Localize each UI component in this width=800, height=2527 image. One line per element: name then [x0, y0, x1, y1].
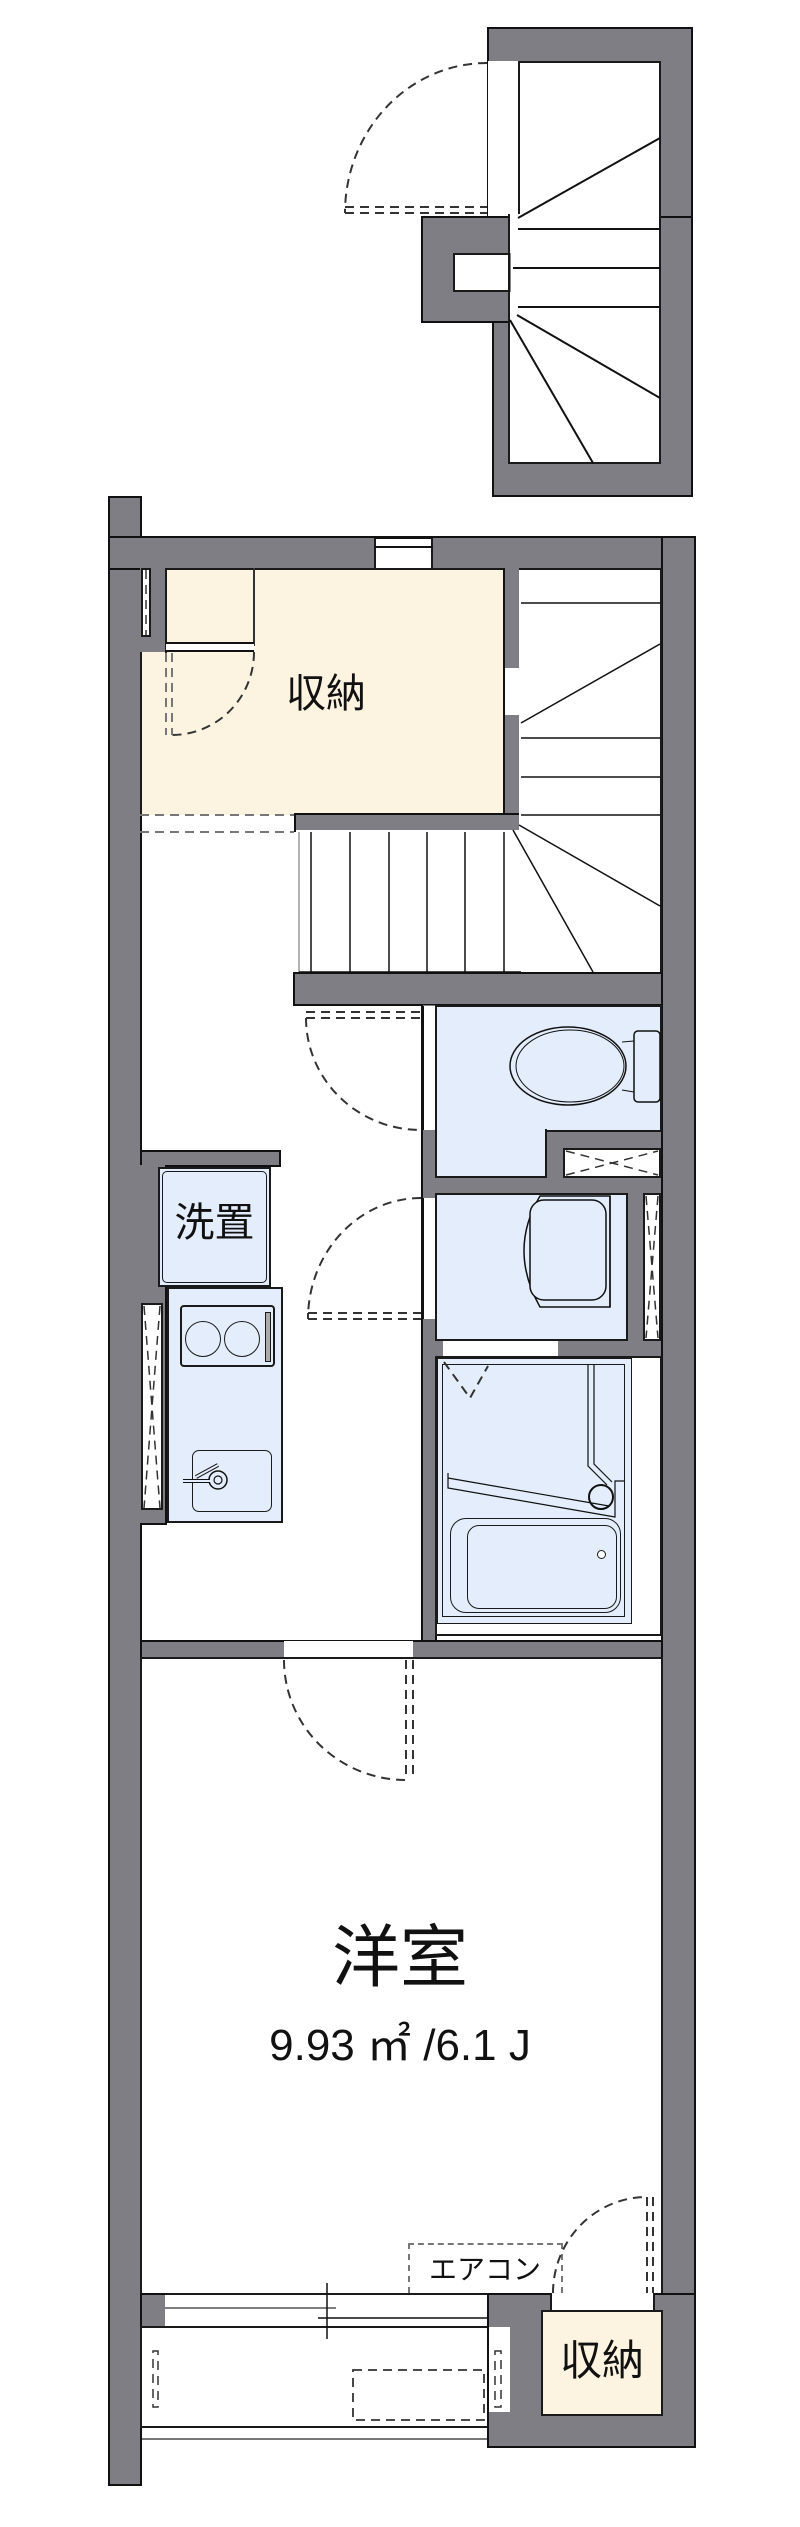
aircon-box [408, 2243, 563, 2293]
burner-left-icon [185, 1321, 221, 1357]
washroom-window [643, 1193, 661, 1341]
western-room-label: 洋室 [331, 1919, 468, 1998]
storage-small-label: 収納 [559, 2336, 644, 2385]
laundry-stub-wall [140, 1150, 281, 1167]
left-exterior-wall [108, 496, 142, 2486]
top-window [374, 538, 433, 570]
upper-stair-well [518, 61, 661, 216]
storage-main-label: 収納 [286, 671, 366, 717]
toilet-window [563, 1148, 661, 1178]
washroom-door-opening[interactable] [423, 1198, 435, 1319]
main-stair-straight [296, 830, 520, 973]
right-exterior-wall [661, 536, 696, 2448]
balcony [140, 2326, 510, 2428]
kitchen-window [141, 1303, 163, 1510]
laundry-pan [162, 1171, 267, 1283]
storage-side-window [505, 668, 519, 715]
balcony-notch-fill [489, 2327, 510, 2412]
burner-right-icon [224, 1321, 260, 1357]
western-room [140, 1657, 663, 2295]
laundry-label: 洗置 [174, 1200, 255, 1246]
storage-small-room [541, 2310, 663, 2416]
upper-door-opening[interactable] [487, 61, 520, 216]
stair-bottom-wall [293, 972, 663, 1006]
upper-stair-well-lower [508, 214, 661, 464]
upper-notch-hole [453, 253, 513, 292]
stove-control-strip [265, 1312, 271, 1362]
bathtub-drain-icon [597, 1550, 606, 1559]
toilet-room-lower [435, 1129, 547, 1178]
aircon-label: エアコン [428, 2253, 541, 2286]
bathtub-inner [467, 1525, 617, 1609]
storage-main-room [140, 652, 505, 815]
top-window-rail [374, 546, 433, 548]
toilet-room [435, 1005, 662, 1132]
balcony-rail-lower [142, 2438, 488, 2440]
toilet-door-opening[interactable] [423, 1006, 435, 1130]
main-stair-turn [519, 568, 662, 974]
bath-door-opening[interactable] [443, 1341, 558, 1357]
storage-partition-line [253, 568, 255, 646]
western-room-area: 9.93 ㎡ /6.1 J [269, 2021, 531, 2070]
storage-inner-sill [166, 642, 254, 652]
